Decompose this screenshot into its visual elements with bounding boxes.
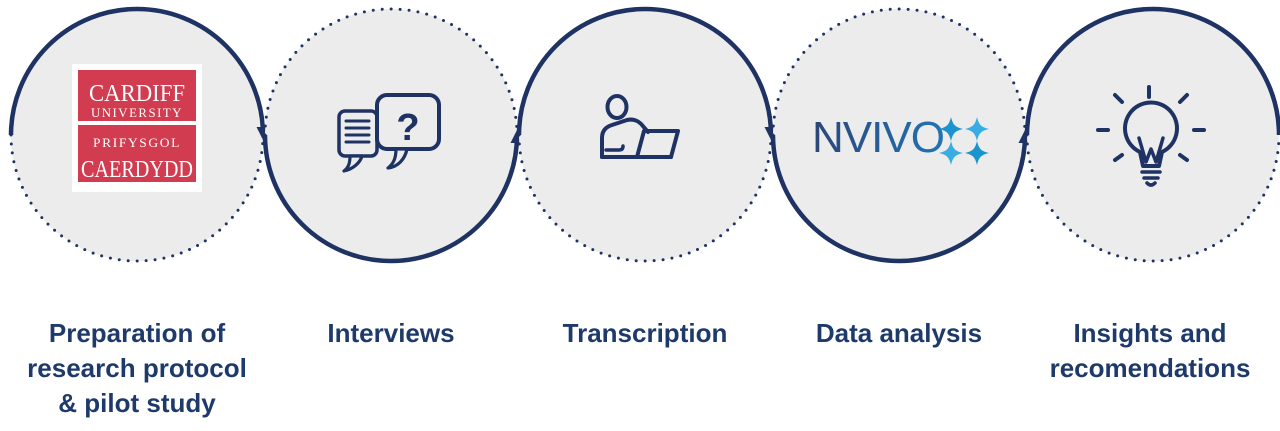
nvivo-diamond-icon — [965, 141, 989, 165]
step-circle-preparation: CARDIFF UNIVERSITY PRIFYSGOL CAERDYDD — [8, 6, 270, 263]
step-label-preparation: Preparation of research protocol & pilot… — [7, 316, 267, 421]
label-line: & pilot study — [58, 388, 216, 418]
solid-arc — [1024, 6, 1280, 136]
label-line: research protocol — [27, 353, 247, 383]
solid-arc-arrow — [8, 6, 270, 140]
label-line: recomendations — [1049, 353, 1251, 383]
step-circle-bg — [1027, 9, 1279, 261]
nvivo-diamond-icon — [965, 117, 989, 141]
solid-arc-arrow — [516, 6, 778, 140]
solid-arc-arrow — [262, 130, 524, 264]
logo-block-bottom — [78, 125, 196, 182]
cardiff-university-logo: CARDIFF UNIVERSITY PRIFYSGOL CAERDYDD — [72, 64, 202, 192]
solid-arc-arrow — [770, 130, 1032, 264]
dotted-arc — [9, 133, 265, 263]
step-label-insights: Insights and recomendations — [1021, 316, 1279, 386]
lightbulb-idea-icon — [1096, 85, 1206, 187]
dotted-arc — [263, 7, 519, 137]
caerdydd-wordmark: CAERDYDD — [81, 157, 193, 183]
step-circle-bg — [519, 9, 771, 261]
label-line: Interviews — [327, 318, 455, 348]
nvivo-wordmark: NVIVO — [812, 113, 944, 162]
question-mark: ? — [396, 107, 419, 149]
nvivo-diamond-icon — [939, 141, 963, 165]
step-circle-bg — [773, 9, 1025, 261]
label-line: Preparation of — [48, 318, 226, 348]
step-label-transcription: Transcription — [515, 316, 775, 351]
step-circle-data-analysis: NVIVO — [770, 7, 1032, 264]
prifysgol-wordmark: PRIFYSGOL — [93, 136, 181, 150]
cardiff-wordmark: CARDIFF — [89, 81, 185, 107]
step-circle-transcription — [516, 6, 778, 263]
university-wordmark: UNIVERSITY — [91, 106, 183, 120]
step-label-interviews: Interviews — [261, 316, 521, 351]
label-line: Transcription — [562, 318, 728, 348]
nvivo-logo: NVIVO — [812, 113, 989, 165]
logo-block-top — [78, 70, 196, 121]
flow-circles-svg: CARDIFF UNIVERSITY PRIFYSGOL CAERDYDD ? — [8, 6, 1280, 264]
nvivo-diamond-icon — [939, 117, 963, 141]
dotted-arc — [1025, 133, 1280, 263]
speech-bubbles-question-icon: ? — [337, 93, 441, 173]
person-typing-laptop-icon — [600, 94, 680, 159]
label-line: Data analysis — [815, 318, 983, 348]
step-label-data-analysis: Data analysis — [769, 316, 1029, 351]
dotted-arc — [771, 7, 1027, 137]
step-circle-interviews: ? — [262, 7, 524, 264]
step-circle-insights — [1024, 6, 1280, 263]
dotted-arc — [517, 133, 773, 263]
label-line: Insights and — [1073, 318, 1227, 348]
